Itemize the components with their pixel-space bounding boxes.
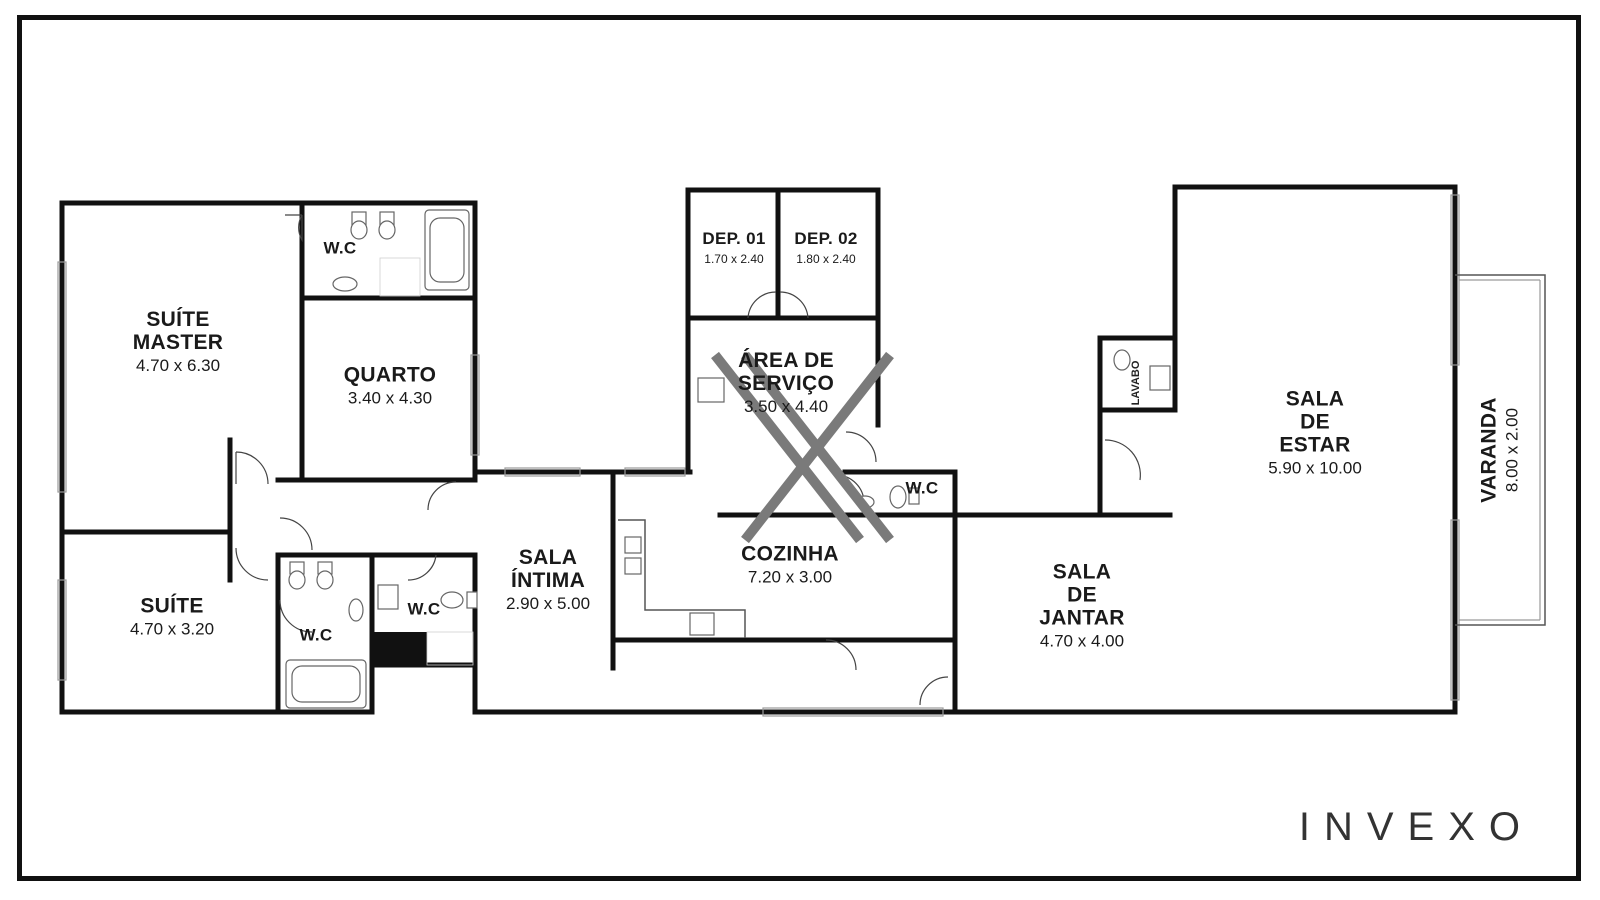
room-wc-hall: W.C	[407, 599, 441, 620]
room-name: SUÍTE	[140, 594, 204, 618]
room-name: DEP. 01	[702, 229, 766, 249]
room-dimensions: 1.70 x 2.40	[704, 251, 764, 266]
windows	[57, 194, 1546, 717]
room-dep-02: DEP. 02 1.80 x 2.40	[794, 229, 858, 266]
room-cozinha: COZINHA 7.20 x 3.00	[741, 543, 839, 588]
room-dimensions: 7.20 x 3.00	[747, 567, 833, 587]
room-varanda: VARANDA 8.00 x 2.00	[1478, 397, 1523, 503]
room-dep-01: DEP. 01 1.70 x 2.40	[702, 229, 766, 266]
room-dimensions: 4.70 x 4.00	[1039, 631, 1125, 651]
room-name: W.C	[299, 625, 333, 645]
page-frame	[17, 15, 1581, 881]
room-dimensions: 2.90 x 5.00	[505, 594, 591, 614]
room-area-servico: ÁREA DE SERVIÇO 3.50 x 4.40	[738, 349, 834, 417]
fixtures	[285, 209, 1171, 709]
room-name: DEP. 02	[794, 229, 858, 249]
room-name: SALA ÍNTIMA	[510, 546, 586, 593]
room-wc-master: W.C	[323, 238, 357, 259]
room-name: W.C	[407, 599, 441, 619]
room-dimensions: 4.70 x 6.30	[135, 356, 221, 376]
room-dimensions: 3.40 x 4.30	[347, 388, 433, 408]
room-sala-jantar: SALA DE JANTAR 4.70 x 4.00	[1039, 561, 1124, 652]
room-name: SALA DE ESTAR	[1279, 387, 1351, 457]
doors	[235, 214, 1141, 706]
room-name: SALA DE JANTAR	[1039, 560, 1125, 630]
room-dimensions: 8.00 x 2.00	[1502, 407, 1522, 493]
room-wc-suite: W.C	[299, 625, 333, 646]
room-sala-estar: SALA DE ESTAR 5.90 x 10.00	[1268, 388, 1362, 479]
room-dimensions: 3.50 x 4.40	[743, 397, 829, 417]
room-lavabo: LAVABO	[1130, 360, 1142, 406]
room-name: COZINHA	[741, 542, 839, 566]
room-dimensions: 4.70 x 3.20	[129, 619, 215, 639]
watermark-logo	[711, 351, 894, 544]
room-dimensions: 5.90 x 10.00	[1268, 458, 1362, 478]
room-suite-master: SUÍTE MASTER 4.70 x 6.30	[133, 308, 223, 376]
brand-logo: INVEXO	[1298, 805, 1534, 849]
room-name: SUÍTE MASTER	[132, 308, 224, 355]
room-name: ÁREA DE SERVIÇO	[737, 349, 835, 396]
room-suite: SUÍTE 4.70 x 3.20	[130, 595, 214, 640]
room-wc-service: W.C	[905, 478, 939, 499]
room-name: W.C	[323, 238, 357, 258]
room-name: W.C	[905, 478, 939, 498]
room-quarto: QUARTO 3.40 x 4.30	[344, 364, 436, 409]
room-sala-intima: SALA ÍNTIMA 2.90 x 5.00	[506, 546, 590, 614]
room-dimensions: 1.80 x 2.40	[796, 251, 856, 266]
room-name: VARANDA	[1477, 397, 1501, 503]
room-name: QUARTO	[343, 363, 437, 387]
